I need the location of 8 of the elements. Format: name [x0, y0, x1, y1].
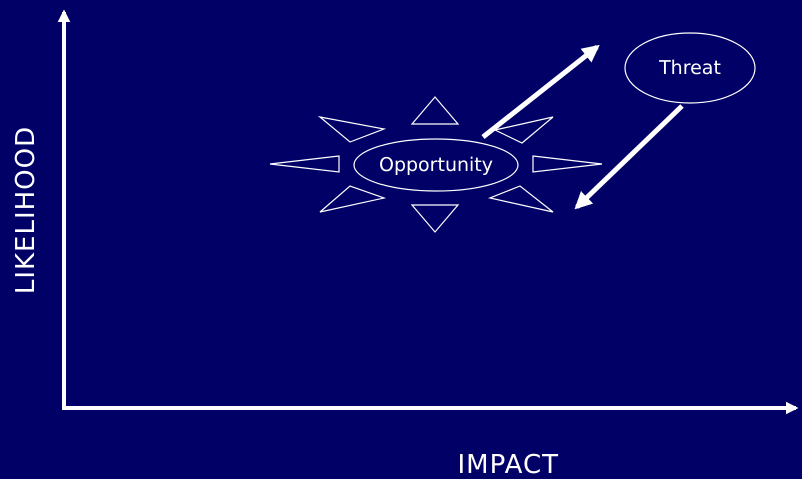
arrow: [481, 44, 600, 139]
arrow: [574, 104, 684, 210]
y-axis-title: LIKELIHOOD: [11, 126, 42, 294]
node-label: Opportunity: [378, 154, 494, 176]
x-axis-title: IMPACT: [458, 450, 559, 479]
node-label: Threat: [659, 57, 721, 79]
ellipse-node: [624, 32, 756, 104]
ellipse-node: [353, 138, 519, 192]
